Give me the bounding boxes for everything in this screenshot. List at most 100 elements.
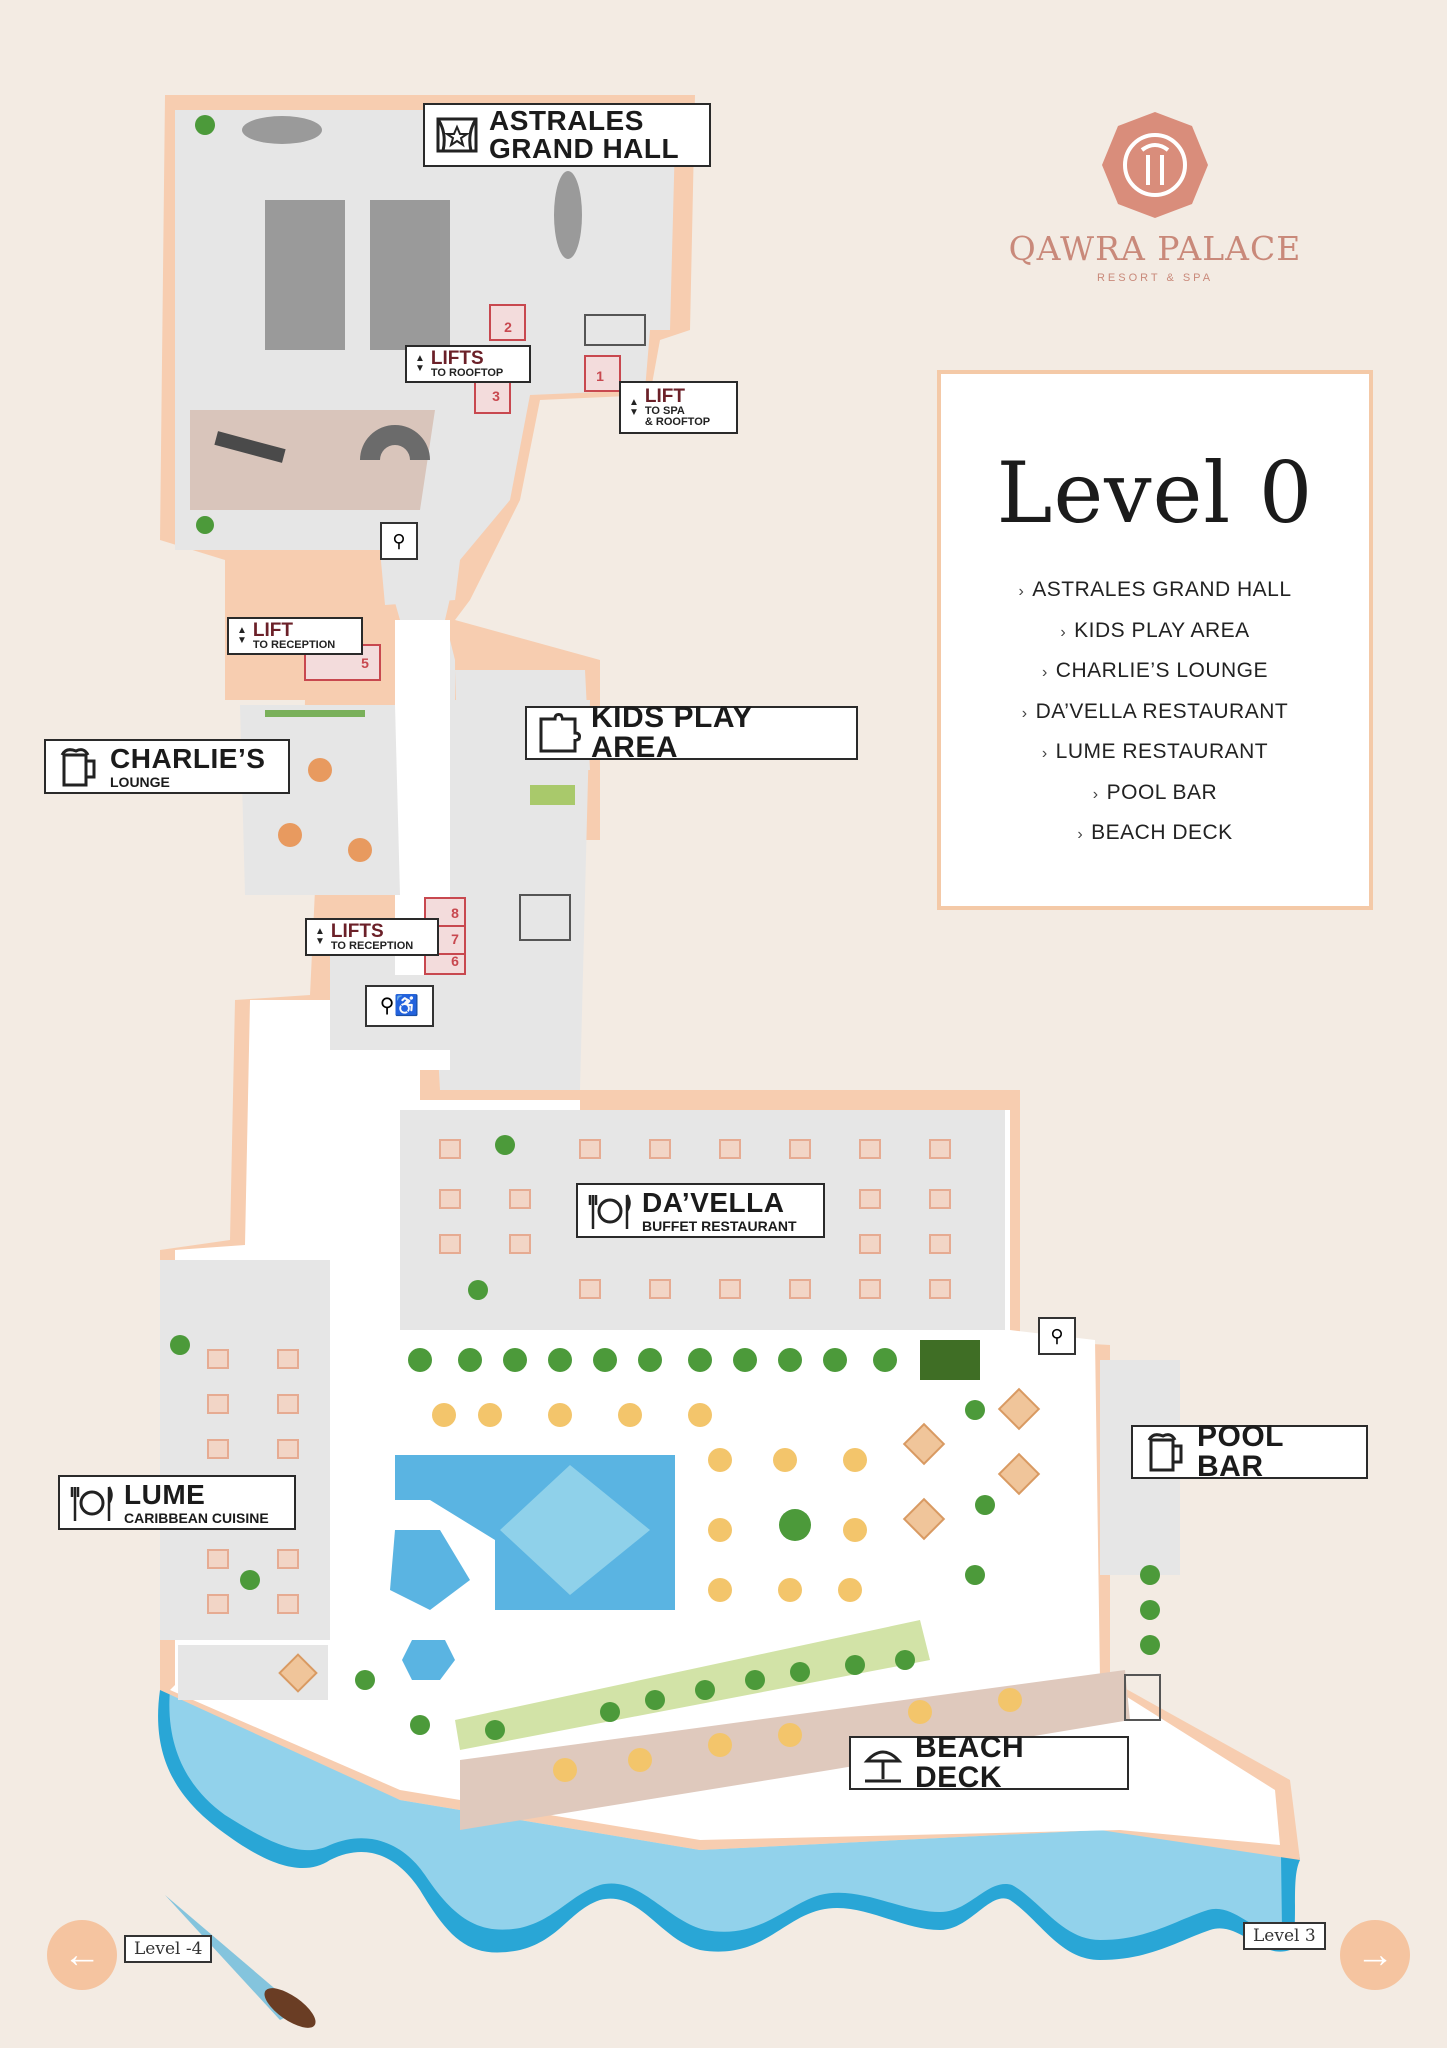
up-down-arrow-icon: ▲▼ — [415, 353, 425, 374]
legend-item[interactable]: › KIDS PLAY AREA — [941, 611, 1369, 652]
astrales-line2: GRAND HALL — [489, 133, 680, 164]
up-down-arrow-icon: ▲▼ — [629, 396, 639, 418]
qawra-palace-emblem-icon — [1102, 112, 1208, 218]
astrales-grand-hall-label[interactable]: ASTRALES GRAND HALL — [423, 103, 711, 167]
lift-to-reception-label[interactable]: ▲▼ LIFT TO RECEPTION — [227, 617, 363, 655]
chevron-right-icon: › — [1077, 826, 1084, 843]
legend-item[interactable]: › CHARLIE’S LOUNGE — [941, 651, 1369, 692]
prev-level-label[interactable]: Level -4 — [124, 1935, 213, 1963]
pool-diamond — [500, 1465, 650, 1595]
lifts-to-reception-label[interactable]: ▲▼ LIFTS TO RECEPTION — [305, 918, 439, 956]
lifts-rooftop-title: LIFTS — [430, 348, 484, 369]
beer-mug-icon — [1147, 1433, 1183, 1472]
legend-item-label: LUME RESTAURANT — [1055, 740, 1269, 763]
kids-title: KIDS PLAY AREA — [591, 701, 753, 764]
legend-item[interactable]: › DA’VELLA RESTAURANT — [941, 692, 1369, 733]
lume-restaurant-label[interactable]: LUME CARIBBEAN CUISINE — [58, 1475, 296, 1530]
lift-number-8: 8 — [451, 905, 459, 921]
lounge-bar — [265, 710, 365, 717]
garden-strip — [455, 1620, 930, 1750]
lounge-seating — [278, 758, 372, 862]
chevron-right-icon: › — [1092, 785, 1099, 803]
lift-to-spa-label[interactable]: ▲▼ LIFT TO SPA & ROOFTOP — [619, 381, 738, 434]
lume-title: LUME — [124, 1478, 206, 1510]
kids-play-area-label[interactable]: KIDS PLAY AREA — [525, 701, 858, 764]
lift-number-5: 5 — [361, 655, 369, 671]
legend-item[interactable]: › LUME RESTAURANT — [941, 732, 1369, 773]
beachdeck-title: BEACH DECK — [915, 1731, 1025, 1794]
legend-item[interactable]: ›ASTRALES GRAND HALL — [941, 570, 1369, 611]
lift-number-3: 3 — [492, 388, 500, 404]
restroom-icon: ⚲ — [380, 522, 418, 560]
lifts-to-rooftop-label[interactable]: ▲▼ LIFTS TO ROOFTOP — [405, 345, 531, 383]
restroom-accessible-icon: ⚲♿ — [365, 985, 434, 1027]
lift-spa-sub1: TO SPA — [644, 405, 685, 417]
davella-restaurant-label[interactable]: DA’VELLA BUFFET RESTAURANT — [576, 1183, 825, 1238]
pool-bar-label[interactable]: POOL BAR — [1131, 1422, 1368, 1482]
brand-subtitle: RESORT & SPA — [1096, 272, 1214, 284]
next-level-button[interactable]: → — [1340, 1920, 1410, 1990]
lift-shafts — [304, 304, 621, 975]
puzzle-icon — [539, 713, 581, 753]
legend-item-label: CHARLIE’S LOUNGE — [1055, 659, 1269, 682]
charlies-subtitle: LOUNGE — [110, 773, 170, 790]
legend-item[interactable]: › BEACH DECK — [941, 813, 1369, 854]
dining-tables — [207, 1139, 951, 1614]
stairs — [519, 314, 1161, 1721]
brand-logo: QAWRA PALACE RESORT & SPA — [1000, 110, 1310, 284]
astrales-line1: ASTRALES — [489, 105, 644, 136]
hall-bar — [214, 431, 286, 463]
davella-subtitle: BUFFET RESTAURANT — [642, 1217, 797, 1234]
brand-name: QAWRA PALACE — [1008, 229, 1302, 268]
sea-foam — [169, 1690, 1282, 1940]
chevron-right-icon: › — [1021, 704, 1028, 722]
legend-list: ›ASTRALES GRAND HALL › KIDS PLAY AREA › CH… — [941, 570, 1369, 854]
beach-deck — [460, 1670, 1130, 1830]
lift-spa-sub2: & ROOFTOP — [644, 416, 711, 428]
pool-loungers — [432, 1403, 1022, 1782]
legend-item-label: POOL BAR — [1106, 780, 1218, 804]
up-down-arrow-icon: ▲▼ — [237, 625, 247, 646]
beer-mug-icon — [60, 747, 96, 786]
planter — [920, 1340, 980, 1380]
chevron-right-icon: › — [1060, 623, 1067, 641]
lifts-rooftop-sub: TO ROOFTOP — [430, 367, 504, 379]
legend-item-label: KIDS PLAY AREA — [1074, 618, 1250, 642]
beach-umbrella-icon — [863, 1750, 903, 1783]
hall-stage-area — [190, 410, 435, 510]
level-legend: Level 0 ›ASTRALES GRAND HALL › KIDS PLAY … — [937, 370, 1373, 910]
lume-subtitle: CARIBBEAN CUISINE — [124, 1509, 269, 1526]
prev-level-button[interactable]: ← — [47, 1920, 117, 1990]
davella-title: DA’VELLA — [642, 1186, 785, 1218]
lift-number-2: 2 — [504, 319, 512, 335]
kids-mat — [530, 785, 575, 805]
lift-reception-title: LIFT — [252, 620, 294, 641]
legend-item-label: BEACH DECK — [1091, 821, 1233, 844]
square-tables — [278, 1387, 1041, 1693]
up-down-arrow-icon: ▲▼ — [315, 926, 325, 947]
legend-item-label: DA’VELLA RESTAURANT — [1035, 699, 1289, 723]
hall-stage — [360, 425, 430, 460]
charlies-title: CHARLIE’S — [110, 742, 266, 774]
chevron-right-icon: › — [1041, 664, 1048, 681]
level-title: Level 0 — [996, 444, 1314, 542]
cutlery-icon — [70, 1485, 113, 1521]
lift-number-7: 7 — [451, 931, 459, 947]
lifts-reception-sub: TO RECEPTION — [330, 940, 414, 952]
charlies-lounge-floor — [240, 705, 400, 895]
pool-side — [390, 1530, 470, 1610]
lift-spa-title: LIFT — [644, 386, 686, 407]
boat — [165, 1895, 316, 2028]
chevron-right-icon: › — [1041, 745, 1048, 762]
lift-reception-sub: TO RECEPTION — [252, 639, 336, 651]
restroom-icon: ⚲ — [1038, 1317, 1076, 1355]
hall-seating — [242, 116, 582, 350]
beach-deck-label[interactable]: BEACH DECK — [849, 1731, 1129, 1794]
lifts-reception-title: LIFTS — [330, 921, 384, 942]
legend-item[interactable]: › POOL BAR — [941, 773, 1369, 814]
next-level-label[interactable]: Level 3 — [1243, 1922, 1326, 1950]
charlies-lounge-label[interactable]: CHARLIE’S LOUNGE — [44, 739, 290, 794]
palm-trees — [170, 115, 1160, 1740]
chevron-right-icon: › — [1018, 583, 1025, 600]
